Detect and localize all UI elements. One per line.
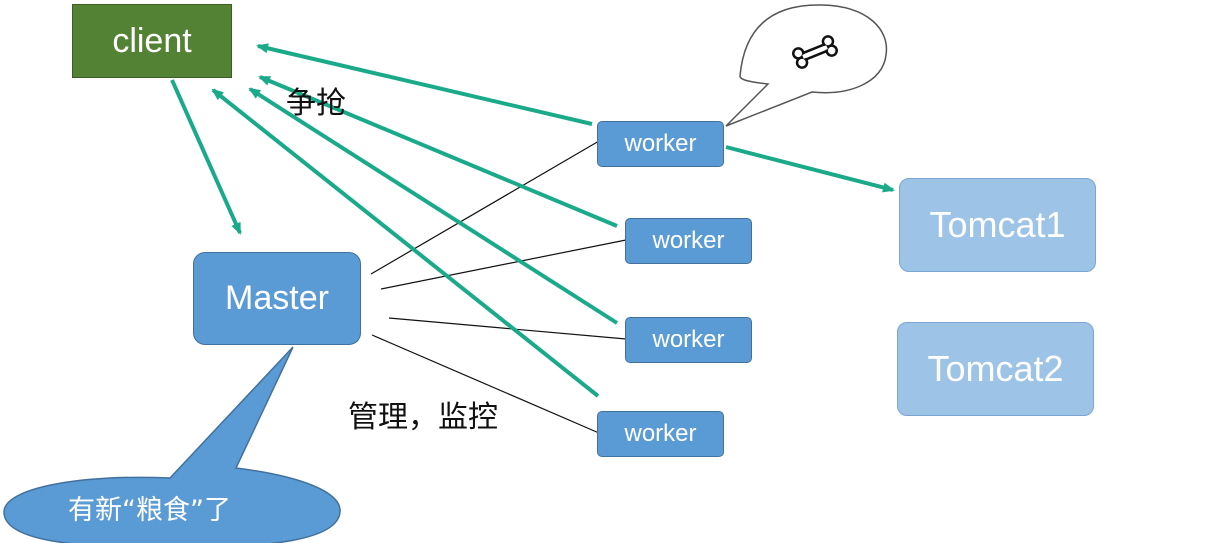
manage-line-worker-2 (380, 239, 627, 290)
arrow-client-to-master (170, 79, 242, 235)
arrow-worker-4-to-client (211, 88, 600, 398)
arrow-worker-1-to-tomcat1 (725, 145, 895, 193)
tomcat2-node: Tomcat2 (897, 322, 1094, 416)
arrow-worker-1-to-client (256, 43, 593, 126)
manage-line-worker-4 (371, 334, 600, 434)
compete-label: 争抢 (286, 86, 346, 121)
manage-line-worker-3 (388, 317, 627, 340)
worker-node-3: worker (625, 317, 752, 363)
client-node: client (72, 4, 232, 78)
manage-monitor-label: 管理，监控 (348, 400, 498, 435)
manage-line-worker-1 (370, 140, 600, 275)
speech-bubble (3, 346, 341, 543)
master-node: Master (193, 252, 361, 345)
bone-icon (792, 35, 838, 69)
speech-bubble-text: 有新“粮食”了 (68, 495, 231, 526)
worker-node-2: worker (625, 218, 752, 264)
worker-node-1: worker (597, 121, 724, 167)
arrow-worker-3-to-client (248, 87, 619, 325)
arrow-worker-2-to-client (258, 75, 618, 228)
tomcat1-node: Tomcat1 (899, 178, 1096, 272)
worker-node-4: worker (597, 411, 724, 457)
